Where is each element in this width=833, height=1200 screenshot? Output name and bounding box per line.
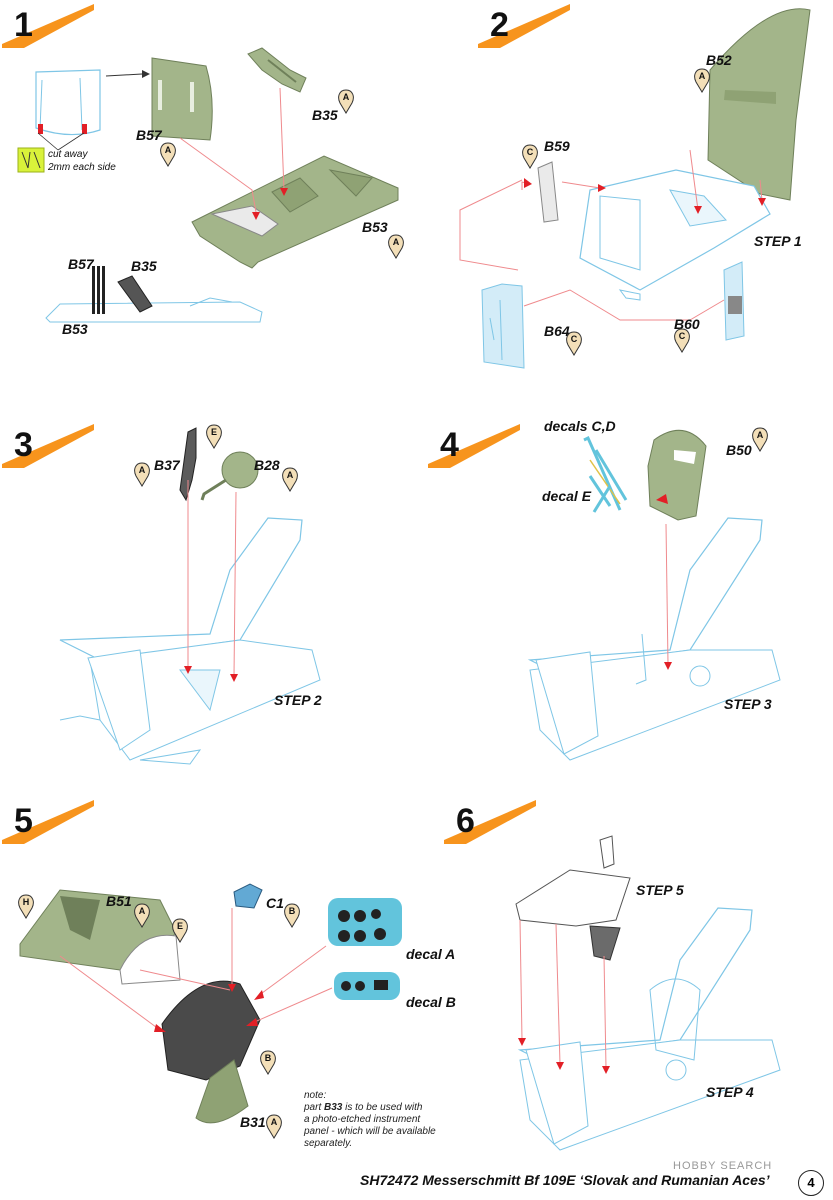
footer-title: SH72472 Messerschmitt Bf 109E ‘Slovak an… [360, 1172, 770, 1188]
cut-away-detail: 2mm each side [48, 162, 116, 173]
sprue-drop-b28: A [282, 467, 302, 493]
sprue-drop-b53: A [388, 234, 408, 260]
note-part-ref: B33 [324, 1102, 343, 1113]
step-number: 3 [14, 426, 33, 464]
part-label-b50: B50 [726, 442, 752, 458]
note-line-1: note: [304, 1090, 327, 1101]
step3-drawing [59, 427, 321, 765]
sprue-drop-b64: C [566, 331, 586, 357]
note-line-4: panel - which will be available [304, 1126, 436, 1137]
step-number: 2 [490, 6, 509, 44]
page-number: 4 [798, 1170, 824, 1196]
step-ref-step5: STEP 5 [636, 882, 684, 898]
sideview-label-b53: B53 [62, 321, 88, 337]
sprue-drop-b37: A [134, 462, 154, 488]
sprue-drop-b57: A [160, 142, 180, 168]
sprue-drop-b60: C [674, 328, 694, 354]
step-badge-5: 5 [2, 800, 94, 844]
step4-drawing [527, 429, 781, 761]
step-badge-2: 2 [478, 4, 570, 48]
part-label-b57: B57 [136, 127, 162, 143]
note-line-5: separately. [304, 1138, 353, 1149]
step-badge-4: 4 [428, 424, 520, 468]
part-label-b35: B35 [312, 107, 338, 123]
part-label-b31: B31 [240, 1114, 266, 1130]
part-label-b52: B52 [706, 52, 732, 68]
note-line-2: part B33 is to be used with [304, 1102, 423, 1113]
sideview-label-b57: B57 [68, 256, 94, 272]
step-number: 4 [440, 426, 459, 464]
decal-label-cd: decals C,D [544, 418, 616, 434]
step-ref-step2: STEP 2 [274, 692, 322, 708]
sprue-drop-e: E [172, 918, 192, 944]
decal-label-b: decal B [406, 994, 456, 1010]
part-label-c1: C1 [266, 895, 284, 911]
note-line-3: a photo-etched instrument [304, 1114, 421, 1125]
sprue-drop-b31: A [266, 1114, 286, 1140]
sprue-drop-b59: C [522, 144, 542, 170]
step-ref-step4: STEP 4 [706, 1084, 754, 1100]
sprue-drop-b37-pe: E [206, 424, 226, 450]
step6-drawing [515, 835, 781, 1151]
sprue-drop-b51: A [134, 903, 154, 929]
sprue-drop-b50: A [752, 427, 772, 453]
decal-label-a: decal A [406, 946, 456, 962]
step-ref-step1: STEP 1 [754, 233, 802, 249]
part-label-b28: B28 [254, 457, 280, 473]
step-number: 1 [14, 6, 33, 44]
part-label-b51: B51 [106, 893, 132, 909]
sprue-drop-h: H [18, 894, 38, 920]
cut-away-note: cut away [48, 149, 88, 160]
step-badge-3: 3 [2, 424, 94, 468]
decal-label-e: decal E [542, 488, 592, 504]
sprue-drop-b52: A [694, 68, 714, 94]
sideview-label-b35: B35 [131, 258, 157, 274]
step-ref-step3: STEP 3 [724, 696, 772, 712]
sprue-drop-c1: B [284, 903, 304, 929]
step5-note: note: part B33 is to be used with a phot… [304, 1090, 484, 1150]
step-badge-1: 1 [2, 4, 94, 48]
step2-drawing [459, 8, 811, 369]
part-label-b64: B64 [544, 323, 570, 339]
part-label-b53: B53 [362, 219, 388, 235]
part-label-b59: B59 [544, 138, 570, 154]
sprue-drop-b35: A [338, 89, 358, 115]
step-badge-6: 6 [444, 800, 536, 844]
part-label-b37: B37 [154, 457, 180, 473]
step-number: 5 [14, 802, 33, 840]
step-number: 6 [456, 802, 475, 840]
sprue-drop-b31-top: B [260, 1050, 280, 1076]
watermark-brand: HOBBY SEARCH [673, 1160, 773, 1172]
step1-drawing [17, 47, 399, 323]
part-label-b60: B60 [674, 316, 700, 332]
step5-drawing [19, 883, 402, 1124]
